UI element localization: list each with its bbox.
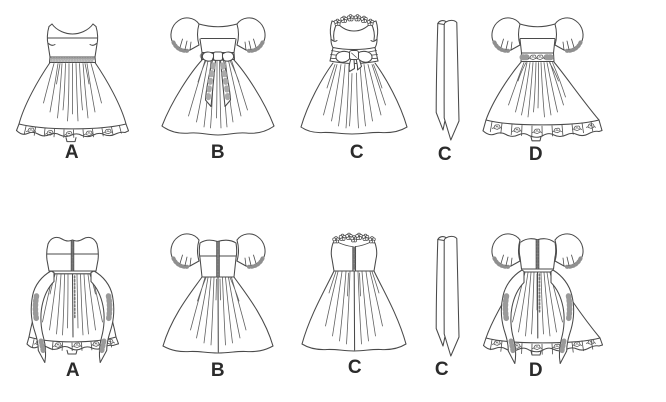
waist-bow — [335, 49, 373, 73]
bodice — [198, 23, 238, 54]
neckline-flowers — [333, 14, 375, 27]
skirt — [485, 60, 600, 121]
view-label-d-back: D — [528, 360, 544, 381]
dress-d-front-drawing — [482, 17, 603, 142]
view-label-sash-c-front: C — [437, 144, 453, 165]
dress-b-back-drawing — [162, 233, 274, 354]
sleeves — [491, 17, 584, 53]
dress-c-front-drawing — [300, 14, 408, 135]
view-label-c-back: C — [347, 357, 363, 378]
view-label-sash-c-back: C — [434, 359, 450, 380]
bodice — [519, 23, 556, 54]
waist-bow — [201, 51, 235, 108]
dress-b-front-drawing — [161, 17, 275, 136]
view-label-a-front: A — [64, 142, 80, 163]
bodice — [198, 239, 238, 278]
dress-a-back-drawing — [26, 236, 120, 364]
sash-ties — [30, 270, 115, 364]
waistband — [519, 52, 556, 63]
sash-ties — [500, 269, 575, 365]
sleeves — [491, 233, 584, 269]
bodice — [46, 236, 99, 275]
skirt — [162, 276, 274, 354]
sleeves — [170, 233, 266, 269]
dress-c-back-drawing — [301, 232, 407, 352]
view-label-b-back: B — [210, 360, 226, 381]
dress-d-back-drawing — [482, 233, 604, 365]
sash-c-back-drawing — [435, 235, 460, 357]
bodice — [330, 240, 378, 272]
view-label-d-front: D — [528, 144, 544, 165]
view-label-c-front: C — [349, 142, 365, 163]
hem-ruffle — [482, 337, 604, 356]
skirt — [18, 61, 127, 125]
view-label-b-front: B — [210, 142, 226, 163]
skirt — [301, 270, 407, 352]
bodice — [518, 238, 557, 273]
waistband — [48, 56, 97, 64]
skirt — [161, 59, 275, 136]
dress-a-front-drawing — [15, 23, 130, 143]
hem-ruffle — [482, 119, 603, 142]
sash-c-front-drawing — [435, 19, 460, 141]
skirt — [300, 62, 408, 135]
view-label-a-back: A — [65, 360, 81, 381]
sleeves — [170, 17, 266, 53]
neckline-flowers — [332, 232, 376, 244]
hem-ruffle — [15, 123, 130, 143]
bodice — [46, 23, 99, 58]
